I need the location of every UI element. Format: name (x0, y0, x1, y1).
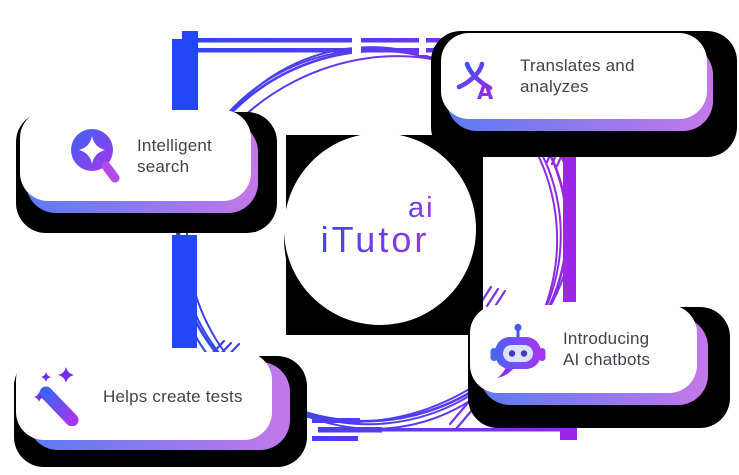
robot-icon (490, 323, 546, 378)
card-face: Helps create tests (16, 352, 272, 440)
card-title: Introducing AI chatbots (563, 329, 651, 369)
card-face: Intelligent search (20, 110, 251, 201)
card-title: Helps create tests (103, 386, 243, 406)
svg-text:A: A (477, 80, 494, 101)
magic-wand-icon (34, 367, 79, 426)
translate-icon: A (456, 52, 494, 101)
logo-ai-suffix: ai (408, 192, 435, 224)
card-title: Intelligent search (137, 135, 212, 176)
logo-wordmark: iTutor (300, 219, 450, 261)
card-face: A Translates and analyzes (441, 33, 707, 119)
card-title: Translates and analyzes (520, 56, 635, 96)
sparkle-search-icon (71, 129, 120, 183)
swirl-bars (172, 31, 577, 440)
card-face: Introducing AI chatbots (470, 305, 697, 393)
center-circle (284, 133, 476, 325)
